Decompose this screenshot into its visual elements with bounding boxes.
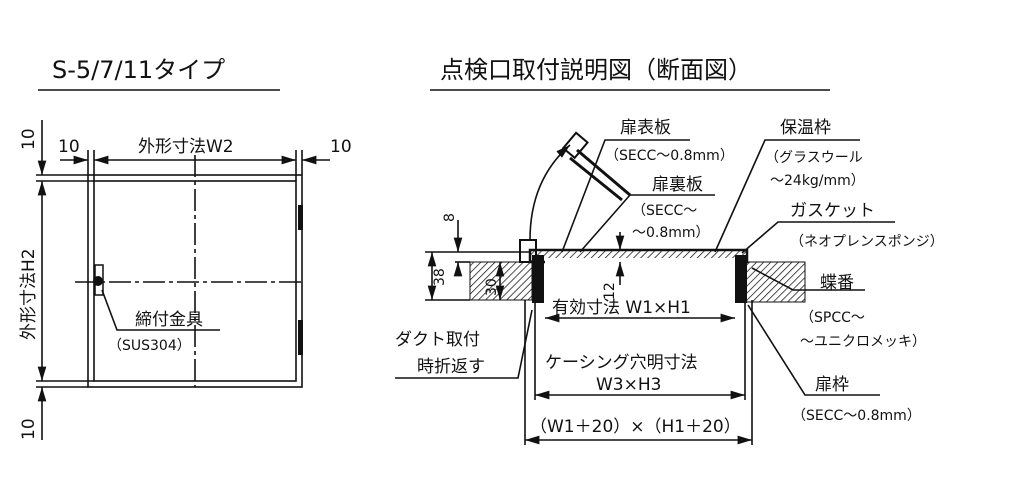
door-back-material-1: （SECC～ <box>632 203 697 219</box>
hinge-material-2: ～ユニクロメッキ） <box>800 334 926 350</box>
effective-size: 有効寸法 W1×H1 <box>552 298 691 318</box>
casing-hole-size: W3×H3 <box>596 375 661 395</box>
section-view: 点検口取付説明図（断面図） 38 8 30 12 有効寸法 W1×H1 <box>395 56 944 445</box>
section-view-title: 点検口取付説明図（断面図） <box>440 56 752 84</box>
door-frame-left <box>532 255 544 303</box>
insulation-material-2: ～24kg/mm） <box>770 173 865 189</box>
duct-note-2: 時折返す <box>417 357 485 377</box>
door-back-label: 扉裏板 <box>652 174 703 195</box>
fastener-material: （SUS304） <box>108 338 191 354</box>
frame-material: （SECC～0.8mm） <box>792 408 921 424</box>
width-label: 外形寸法W2 <box>138 137 234 157</box>
door-face-material: （SECC～0.8mm） <box>605 148 734 164</box>
gasket-label: ガスケット <box>790 201 875 221</box>
latch-icon <box>519 239 537 263</box>
door-back-material-2: ～0.8mm） <box>632 225 710 241</box>
duct-wall-left <box>469 261 533 301</box>
fastener-icon <box>93 264 104 296</box>
height-label: 外形寸法H2 <box>19 248 39 340</box>
dim-30: 30 <box>484 278 500 296</box>
door-frame-right <box>735 255 747 303</box>
fastener-leader <box>101 289 220 331</box>
casing-hole-label: ケーシング穴明寸法 <box>545 353 698 373</box>
fastener-label: 締付金具 <box>135 310 203 330</box>
outer-size: （W1＋20）×（H1＋20） <box>530 417 741 437</box>
left-view: S-5/7/11タイプ 外形寸法W2 10 10 <box>19 56 352 440</box>
dim-38: 38 <box>432 268 448 286</box>
hinge-bottom <box>298 320 303 355</box>
insulation-material-1: （グラスウール <box>765 150 863 166</box>
dim-8: 8 <box>442 213 458 222</box>
frame-label: 扉枠 <box>815 375 849 395</box>
hinge-top <box>298 205 303 230</box>
swing-arc <box>529 144 571 241</box>
dim-top: 10 <box>19 128 39 150</box>
gasket-material: （ネオプレンスポンジ） <box>790 234 944 250</box>
hinge-label: 蝶番 <box>820 273 854 293</box>
dim-bottom: 10 <box>19 418 39 440</box>
dim-left: 10 <box>58 137 80 157</box>
duct-note-1: ダクト取付 <box>395 330 480 350</box>
hinge-material-1: （SPCC～ <box>800 310 865 326</box>
dim-12: 12 <box>602 282 618 300</box>
duct-wall-right <box>744 261 806 303</box>
door-face-label: 扉表板 <box>620 118 671 138</box>
dim-right: 10 <box>330 137 352 157</box>
open-door-icon <box>561 131 631 202</box>
insulation-label: 保温枠 <box>780 118 831 138</box>
left-view-title: S-5/7/11タイプ <box>52 56 225 84</box>
